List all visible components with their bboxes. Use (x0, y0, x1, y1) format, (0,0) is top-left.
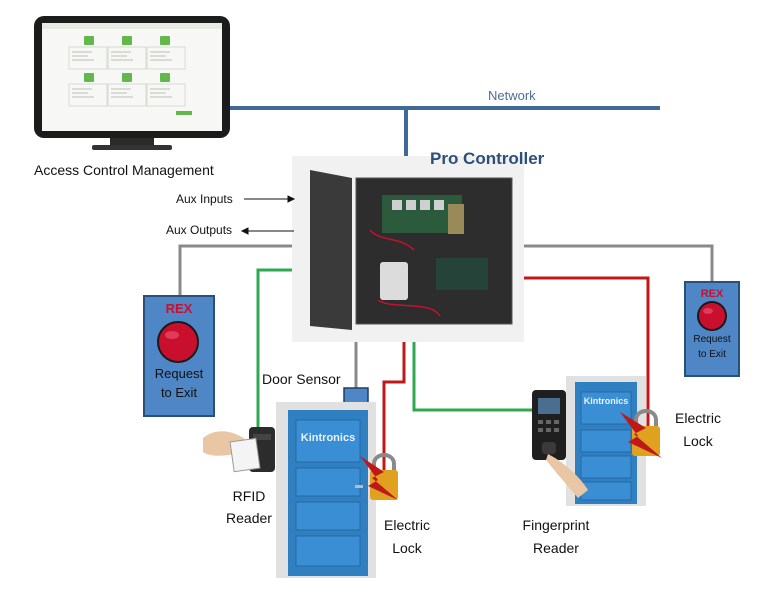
electric-lock-right-line1: Electric (675, 410, 721, 426)
electric-lock-icon-right (620, 409, 662, 458)
door-left-brand: Kintronics (300, 432, 356, 444)
lock-wiring (382, 276, 650, 470)
rex-right-title: REX (700, 288, 724, 300)
door-right-brand: Kintronics (583, 396, 629, 406)
rex-left-line2: to Exit (160, 385, 198, 400)
rex-left-title: REX (165, 301, 193, 316)
aux-outputs-label: Aux Outputs (166, 223, 233, 237)
network-label: Network (488, 88, 536, 103)
door-sensor-icon (343, 387, 369, 404)
door-icon-right (566, 376, 646, 506)
fingerprint-label-line1: Fingerprint (522, 517, 590, 533)
aux-inputs-label: Aux Inputs (176, 192, 233, 206)
rex-button-icon (143, 295, 215, 417)
rex-right-line1: Request (693, 334, 731, 345)
electric-lock-right-line2: Lock (683, 433, 713, 449)
fingerprint-label-line2: Reader (533, 540, 579, 556)
rfid-reader-icon (203, 427, 275, 473)
monitor-icon (34, 16, 230, 150)
rex-button-icon-right (684, 281, 740, 377)
fingerprint-reader-icon (532, 390, 588, 498)
door-icon (276, 402, 376, 578)
electric-lock-icon (360, 453, 398, 500)
management-label: Access Control Management (34, 162, 214, 178)
electric-lock-left-line2: Lock (392, 540, 422, 556)
controller-cabinet-icon (292, 156, 524, 342)
rfid-label-line2: Reader (226, 510, 272, 526)
controller-title: Pro Controller (430, 149, 545, 168)
rex-left-line1: Request (154, 366, 204, 381)
rex-right-line2: to Exit (698, 349, 726, 360)
rfid-label-line1: RFID (232, 488, 266, 504)
aux-arrows (240, 195, 296, 235)
door-sensor-label: Door Sensor (262, 371, 341, 387)
rex-wiring (178, 244, 714, 390)
electric-lock-left-line1: Electric (384, 517, 430, 533)
